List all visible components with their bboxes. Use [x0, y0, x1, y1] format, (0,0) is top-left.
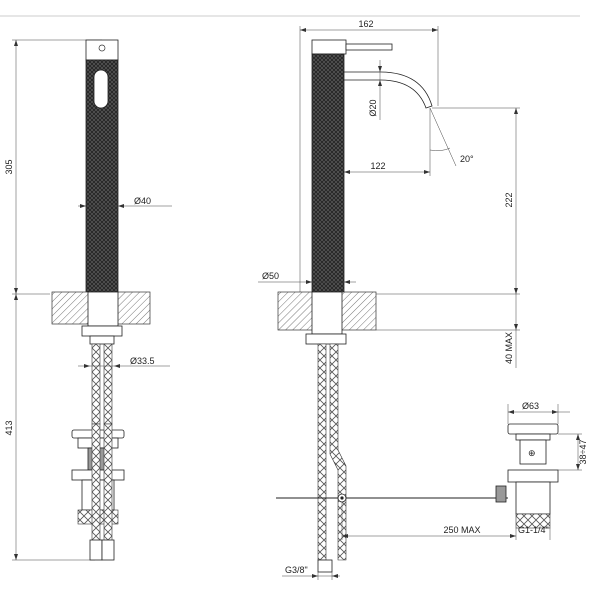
- dim-305-label: 305: [4, 159, 14, 174]
- side-view: 162 Ø20 122 20° 222 Ø50: [258, 19, 588, 580]
- dim-d63-label: Ø63: [522, 401, 539, 411]
- dim-38-47-label: 38÷47: [578, 440, 588, 465]
- dim-d50-label: Ø50: [262, 271, 279, 281]
- dim-413-label: 413: [4, 420, 14, 435]
- faucet-body-front: [85, 59, 119, 293]
- dim-162-label: 162: [358, 19, 373, 29]
- front-view: 305 413 Ø40 Ø33.5: [4, 39, 172, 561]
- dim-40max-label: 40 MAX: [504, 332, 514, 364]
- faucet-body-side: [311, 53, 345, 293]
- dim-250max-label: 250 MAX: [443, 525, 480, 535]
- dim-angle-label: 20°: [460, 154, 474, 164]
- dim-g114-label: G1-1/4": [518, 525, 549, 535]
- dim-d20-label: Ø20: [368, 99, 378, 116]
- waste-mark: ⊕: [528, 448, 536, 458]
- dim-222-label: 222: [504, 192, 514, 207]
- dim-122-label: 122: [370, 161, 385, 171]
- dim-d33-label: Ø33.5: [130, 356, 155, 366]
- dim-g38-label: G3/8": [285, 565, 308, 575]
- dim-d40-label: Ø40: [134, 196, 151, 206]
